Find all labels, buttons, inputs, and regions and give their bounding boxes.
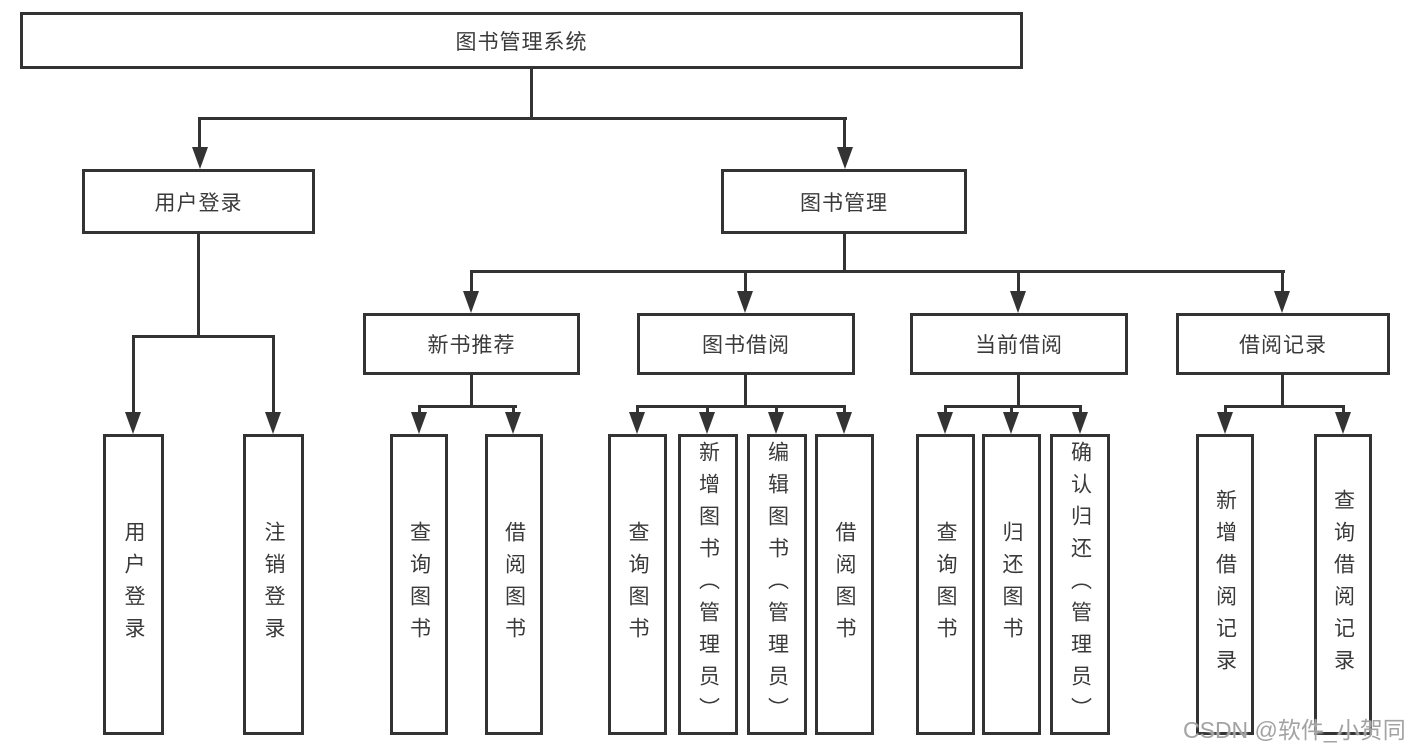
connector-userlogin-stem [197,231,200,338]
leaf-label: 借阅图书 [502,520,526,649]
connector-root-stem [530,67,533,119]
connector-shaft [1079,405,1082,415]
node-user-login-label: 用户登录 [154,191,243,215]
leaf-query-borrow-record: 查询借阅记录 [1314,434,1372,735]
leaf-label: 注销登录 [262,520,285,649]
leaf-query-book-3: 查询图书 [916,434,975,735]
node-root: 图书管理系统 [20,12,1023,69]
connector-bar [1224,405,1345,408]
leaf-user-login: 用户登录 [103,434,164,735]
connector-stem [744,372,747,408]
arrow-down-icon [411,412,427,434]
node-label: 当前借阅 [975,334,1063,357]
connector-stem [1017,372,1020,408]
csdn-watermark: CSDN @软件_小贺同学 [1183,717,1405,743]
arrow-down-icon [505,412,521,434]
arrow-down-icon [768,412,784,434]
node-label: 借阅记录 [1239,334,1327,357]
node-user-login: 用户登录 [82,169,315,234]
leaf-add-book-admin: 新增图书（管理员） [678,434,738,735]
connector-shaft [775,405,778,415]
connector-bar [944,405,1082,408]
node-book-borrow: 图书借阅 [637,313,855,375]
arrow-down-icon [629,412,645,434]
leaf-query-book-1: 查询图书 [390,434,448,735]
connector-shaft [1342,405,1345,415]
leaf-label: 归还图书 [1000,520,1023,649]
leaf-borrow-book-2: 借阅图书 [815,434,874,735]
arrow-down-icon [192,147,208,169]
connector-bookmgmt-stem [843,231,846,273]
node-label: 新书推荐 [427,334,516,357]
arrow-down-icon [1217,412,1233,434]
node-new-book-recommend: 新书推荐 [363,313,580,375]
leaf-confirm-return-admin: 确认归还（管理员） [1050,434,1110,735]
connector-shaft [512,405,515,415]
node-borrow-record: 借阅记录 [1176,313,1390,375]
arrow-down-icon [737,291,753,313]
connector-shaft [418,405,421,415]
leaf-label: 查询图书 [407,520,431,649]
arrow-down-icon [1003,412,1019,434]
leaf-logout: 注销登录 [243,434,304,735]
leaf-borrow-book-1: 借阅图书 [485,434,543,735]
leaf-add-borrow-record: 新增借阅记录 [1196,434,1254,735]
node-book-management-label: 图书管理 [800,191,888,215]
connector-shaft-book-mgmt [843,117,846,151]
node-current-borrow: 当前借阅 [910,313,1128,375]
node-label: 图书借阅 [702,334,790,357]
connector-shaft [470,270,473,296]
connector-shaft [1281,270,1284,296]
connector-shaft [1017,270,1020,296]
arrow-down-icon [125,412,141,434]
arrow-down-icon [1335,412,1351,434]
connector-shaft [1010,405,1013,415]
leaf-label: 用户登录 [122,520,145,649]
connector-stem [1281,372,1284,408]
leaf-label: 新增图书（管理员） [696,440,720,729]
connector-shaft [843,405,846,415]
connector-root-bar [199,117,847,120]
leaf-label: 查询图书 [626,520,649,649]
arrow-down-icon [1274,291,1290,313]
node-book-management: 图书管理 [721,169,967,234]
leaf-label: 借阅图书 [833,520,856,649]
connector-userlogin-bar [132,335,275,338]
node-root-label: 图书管理系统 [455,30,588,54]
arrow-down-icon [1010,291,1026,313]
leaf-label: 新增借阅记录 [1213,488,1237,681]
connector-shaft [1224,405,1227,415]
leaf-label: 查询借阅记录 [1331,488,1355,681]
connector-bar [636,405,846,408]
leaf-label: 确认归还（管理员） [1068,440,1092,729]
arrow-down-icon [937,412,953,434]
leaf-edit-book-admin: 编辑图书（管理员） [747,434,807,735]
leaf-label: 编辑图书（管理员） [765,440,789,729]
arrow-down-icon [1072,412,1088,434]
arrow-down-icon [463,291,479,313]
connector-shaft [706,405,709,415]
leaf-return-book: 归还图书 [982,434,1041,735]
connector-shaft [944,405,947,415]
arrow-down-icon [836,412,852,434]
connector-bookmgmt-bar [470,270,1285,273]
connector-shaft-user-login [198,117,201,151]
leaf-query-book-2: 查询图书 [608,434,667,735]
arrow-down-icon [699,412,715,434]
connector-stem [470,372,473,408]
arrow-down-icon [837,147,853,169]
connector-shaft [132,335,135,415]
connector-shaft [636,405,639,415]
connector-shaft [744,270,747,296]
arrow-down-icon [265,412,281,434]
leaf-label: 查询图书 [934,520,957,649]
connector-shaft [272,335,275,415]
connector-bar [418,405,517,408]
